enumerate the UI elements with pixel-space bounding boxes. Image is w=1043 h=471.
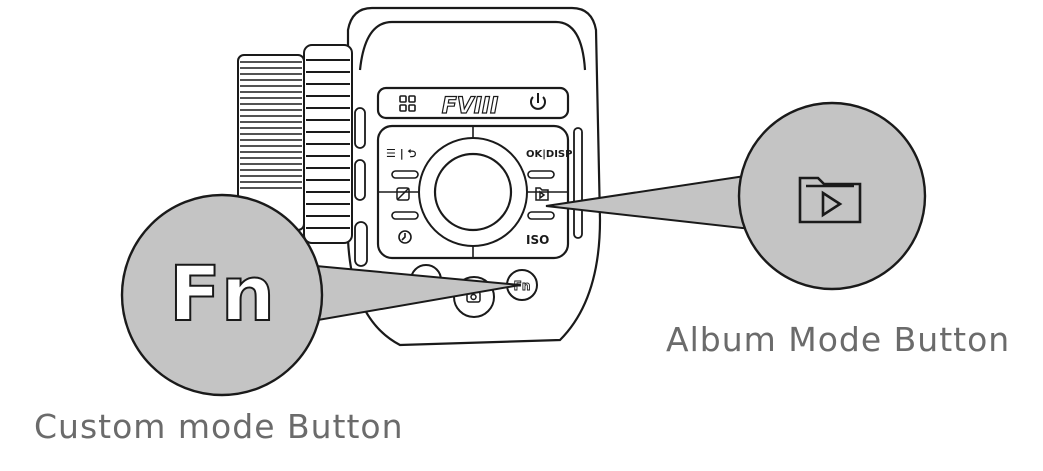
exposure-icon[interactable] xyxy=(396,187,410,201)
grid-icon xyxy=(399,95,416,112)
wheel-ridges xyxy=(306,59,350,229)
logo-bar-frame xyxy=(376,86,570,120)
right-lower-slot xyxy=(527,211,555,220)
left-upper-slot xyxy=(391,170,419,179)
timelapse-icon[interactable] xyxy=(398,230,412,244)
right-upper-slot xyxy=(527,170,555,179)
ok-disp-button[interactable]: OK|DISP xyxy=(526,149,572,160)
handle-inner-curve xyxy=(358,20,587,71)
center-button[interactable] xyxy=(433,152,513,232)
fn-callout-circle xyxy=(120,193,324,397)
iso-button[interactable]: ISO xyxy=(526,233,549,247)
custom-mode-label: Custom mode Button xyxy=(34,407,404,446)
left-lower-slot xyxy=(391,211,419,220)
fn-button-label: Fn xyxy=(514,279,531,293)
side-ports xyxy=(354,107,583,267)
album-callout xyxy=(545,101,927,291)
focus-wheel xyxy=(237,44,353,244)
album-callout-icon xyxy=(798,176,862,224)
album-mode-label: Album Mode Button xyxy=(666,320,1011,359)
album-icon[interactable] xyxy=(535,187,549,201)
menu-back-icon[interactable]: ☰ | ⮌ xyxy=(386,147,417,160)
logo-bar: FVIII xyxy=(376,86,570,120)
power-icon xyxy=(530,93,546,110)
logo-text: FVIII xyxy=(442,94,499,119)
fn-callout-text: Fn xyxy=(169,249,275,338)
fn-callout: Fn xyxy=(120,193,521,397)
wheel-knurling xyxy=(240,61,302,189)
album-callout-circle xyxy=(737,101,927,291)
control-pad: ☰ | ⮌ OK|DISP ISO xyxy=(376,124,572,260)
